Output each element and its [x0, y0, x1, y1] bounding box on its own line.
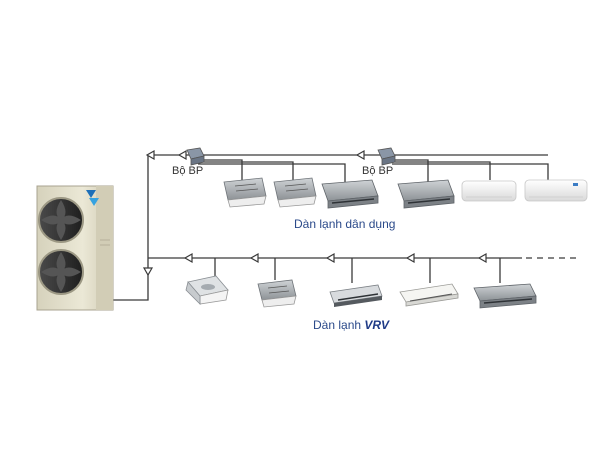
vrv-brand-label: VRV — [364, 318, 390, 332]
ducted-unit-icon — [397, 179, 455, 209]
ducted-unit-icon — [321, 179, 379, 209]
cassette-unit-icon — [185, 275, 229, 305]
vrv-label-prefix: Dàn lạnh — [313, 318, 362, 332]
ducted-unit-icon — [473, 283, 537, 309]
cassette-unit-icon — [273, 177, 317, 208]
wall-mounted-unit-icon — [524, 179, 588, 202]
cassette-unit-icon — [223, 177, 267, 208]
bp-box-icon — [377, 147, 396, 166]
wall-mounted-unit-icon — [461, 180, 517, 202]
refrigerant-piping — [113, 154, 549, 301]
ceiling-suspended-unit-icon — [329, 284, 383, 307]
residential-indoor-units-label: Dàn lạnh dân dụng — [294, 217, 396, 231]
cassette-unit-icon — [257, 279, 297, 308]
outdoor-unit-icon — [36, 185, 114, 311]
bp-box-label: Bộ BP — [362, 165, 394, 177]
bp-box-label: Bộ BP — [172, 165, 204, 177]
vrv-indoor-units-label: Dàn lạnh VRV — [313, 318, 389, 332]
flow-arrows — [142, 149, 487, 277]
ceiling-suspended-unit-icon — [399, 283, 459, 307]
bp-box-icon — [186, 147, 205, 166]
